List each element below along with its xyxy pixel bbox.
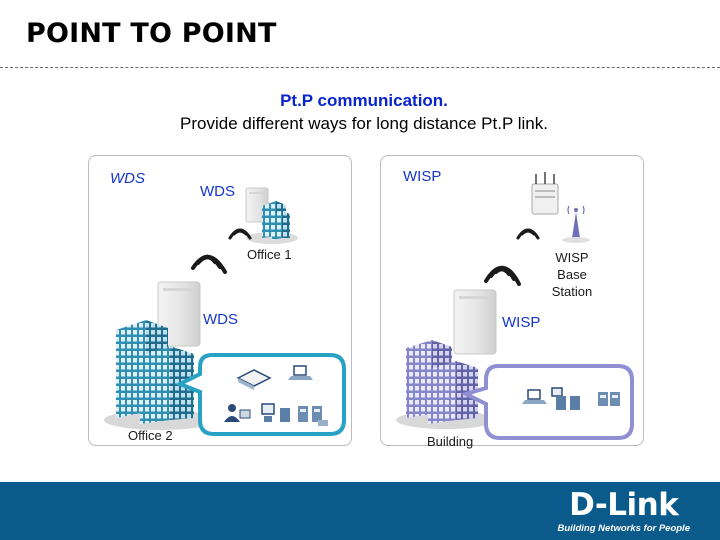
building-devices-bubble: [460, 364, 634, 440]
user-icon: [224, 404, 251, 422]
title-divider: [0, 67, 720, 68]
office-2-access-point: [157, 281, 201, 347]
wifi-signal-icon: [484, 265, 521, 286]
laptop-icon: [288, 365, 313, 380]
dlink-logo: D-Link Building Networks for People: [558, 488, 691, 534]
wisp-base-station-label-line-3: Station: [551, 284, 593, 299]
footer-bar: D-Link Building Networks for People: [0, 482, 720, 540]
building-icon: [396, 340, 496, 429]
wifi-signal-icon: [191, 254, 227, 274]
building-device-label: WISP: [502, 314, 541, 331]
wisp-tower-icon: [562, 205, 590, 243]
building-access-point: [453, 289, 497, 355]
office-2-device-label: WDS: [203, 311, 238, 328]
wds-panel-heading: WDS: [110, 170, 145, 187]
logo-text: D-Link: [569, 487, 679, 523]
slide-title: POINT TO POINT: [26, 18, 277, 49]
subtitle-highlight: Pt.P communication.: [280, 91, 448, 110]
wisp-base-station-label-line-2: Base: [557, 267, 587, 282]
laptop-icon: [522, 389, 547, 404]
wisp-base-station-label: WISP Base Station: [540, 249, 604, 300]
office-1-device-label: WDS: [200, 183, 235, 200]
wifi-signal-icon: [516, 228, 540, 240]
wisp-panel-heading: WISP: [403, 168, 442, 185]
printer-icon: [298, 406, 328, 426]
subtitle: Provide different ways for long distance…: [180, 114, 548, 133]
office-1-label: Office 1: [247, 247, 292, 262]
wisp-base-station-label-line-1: WISP: [555, 250, 589, 265]
wisp-base-station-access-point: [531, 172, 559, 215]
printer-icon: [598, 392, 620, 406]
computer-icon: [551, 387, 580, 410]
building-label: Building: [427, 434, 474, 449]
wifi-signal-icon: [228, 228, 252, 240]
logo-tagline: Building Networks for People: [557, 523, 691, 534]
office-1-building-icon: [246, 201, 298, 244]
office-2-label: Office 2: [128, 428, 173, 443]
router-icon: [236, 369, 272, 390]
computer-icon: [261, 403, 290, 422]
